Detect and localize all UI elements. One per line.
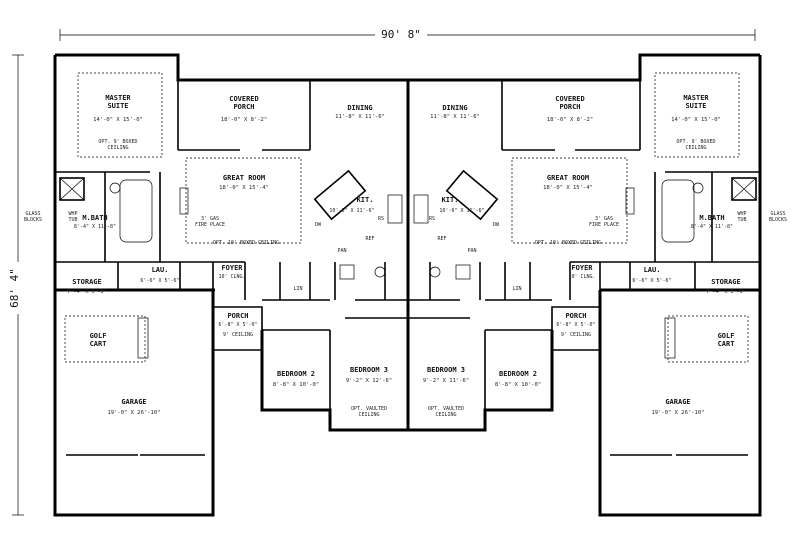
left-kitchen-size: 10'-6" X 11'-6" <box>329 208 374 214</box>
right-kitchen-dw: DW <box>493 222 500 228</box>
right-bedroom2-size: 8'-8" X 10'-0" <box>495 382 541 388</box>
right-great-room-note: OPT. 10' BOXED CEILING <box>535 240 601 246</box>
ceiling-outlines <box>64 72 749 363</box>
right-kitchen-ref: REF <box>437 236 446 242</box>
left-master-bath-size: 8'-4" X 11'-8" <box>74 224 116 230</box>
left-garage-size: 19'-0" X 26'-10" <box>108 410 161 416</box>
left-laundry-label: LAU. <box>152 266 169 274</box>
right-master-bath-label: M.BATH <box>699 214 724 222</box>
left-garage-label: GARAGE <box>121 398 146 406</box>
right-master-suite-size: 14'-0" X 15'-0" <box>671 117 721 123</box>
left-bedroom3-label: BEDROOM 3 <box>350 366 388 374</box>
left-linen-label: LIN <box>293 286 302 292</box>
right-porch-label: PORCH <box>565 312 586 320</box>
left-storage-size: 7'-4" X 5'-6" <box>67 289 106 295</box>
right-laundry-size: 6'-6" X 5'-6" <box>632 278 671 284</box>
left-kitchen-label: KIT. <box>357 196 374 204</box>
left-laundry-size: 6'-6" X 5'-6" <box>140 278 179 284</box>
right-master-bath-size: 8'-4" X 11'-8" <box>691 224 733 230</box>
left-great-room-note: OPT. 10' BOXED CEILING <box>213 240 279 246</box>
left-porch-label: PORCH <box>227 312 248 320</box>
left-master-bath-label: M.BATH <box>82 214 107 222</box>
left-great-room-size: 18'-0" X 15'-4" <box>219 185 269 191</box>
right-kitchen-label: KIT. <box>442 196 459 204</box>
right-storage-label: STORAGE <box>711 278 741 286</box>
left-unit-walls <box>53 53 410 517</box>
right-covered-porch-size: 18'-0" X 8'-2" <box>547 117 593 123</box>
left-kitchen-ref: REF <box>365 236 374 242</box>
left-bedroom2-size: 8'-8" X 10'-0" <box>273 382 319 388</box>
left-foyer-label: FOYER <box>221 264 243 272</box>
left-dining-size: 11'-8" X 11'-6" <box>335 114 385 120</box>
left-covered-porch-size: 18'-0" X 8'-2" <box>221 117 267 123</box>
right-kitchen-pan: PAN <box>467 248 476 254</box>
left-kitchen-rs: RS <box>378 216 384 222</box>
right-great-room-label: GREAT ROOM <box>547 174 589 182</box>
right-linen-label: LIN <box>512 286 521 292</box>
right-kitchen-rs: RS <box>429 216 435 222</box>
right-dining-label: DINING <box>442 104 467 112</box>
overall-width-label: 90' 8" <box>381 28 421 41</box>
left-porch-note: 9' CEILING <box>223 332 253 338</box>
right-bedroom2-label: BEDROOM 2 <box>499 370 537 378</box>
left-kitchen-dw: DW <box>315 222 322 228</box>
right-porch-note: 9' CEILING <box>561 332 591 338</box>
right-foyer-label: FOYER <box>571 264 593 272</box>
right-bedroom3-size: 9'-2" X 11'-6" <box>423 378 469 384</box>
left-master-suite-size: 14'-0" X 15'-0" <box>93 117 143 123</box>
right-great-room-size: 18'-0" X 15'-4" <box>543 185 593 191</box>
right-porch-size: 6'-8" X 5'-0" <box>556 322 595 328</box>
right-dining-size: 11'-8" X 11'-6" <box>430 114 480 120</box>
left-bedroom3-size: 9'-2" X 12'-6" <box>346 378 392 384</box>
dimension-lines: 90' 8" 68' 4" <box>8 27 756 516</box>
right-bedroom3-label: BEDROOM 3 <box>427 366 465 374</box>
right-garage-size: 19'-0" X 26'-10" <box>652 410 705 416</box>
right-garage-label: GARAGE <box>665 398 690 406</box>
right-kitchen-size: 10'-6" X 11'-6" <box>439 208 484 214</box>
right-laundry-label: LAU. <box>644 266 661 274</box>
right-foyer-note: 10' CLNG. <box>568 274 595 280</box>
left-great-room-label: GREAT ROOM <box>223 174 265 182</box>
left-storage-label: STORAGE <box>72 278 102 286</box>
fixtures <box>59 169 757 359</box>
left-foyer-note: 10' CLNG. <box>218 274 245 280</box>
right-storage-size: 7'-4" X 5'-6" <box>706 289 745 295</box>
left-kitchen-pan: PAN <box>337 248 346 254</box>
overall-depth-label: 68' 4" <box>8 268 21 308</box>
left-dining-label: DINING <box>347 104 372 112</box>
left-porch-size: 6'-8" X 5'-0" <box>218 322 257 328</box>
left-bedroom2-label: BEDROOM 2 <box>277 370 315 378</box>
right-unit-walls <box>408 53 762 517</box>
